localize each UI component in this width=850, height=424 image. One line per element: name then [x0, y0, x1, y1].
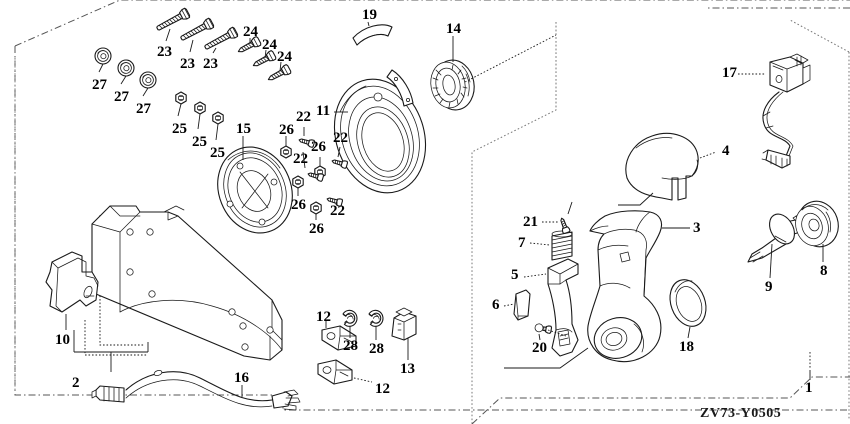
callout-3: 3	[693, 220, 701, 236]
part-19-curved-clip	[352, 21, 393, 46]
frame-inner-right-bevel	[789, 19, 850, 53]
part-25-nut-c	[212, 111, 224, 141]
group2-bracket	[84, 320, 148, 356]
part-3-shift-lever	[504, 210, 690, 369]
callout-23c: 23	[203, 56, 218, 72]
callout-17: 17	[722, 65, 737, 81]
sheet-code: ZV73-Y0505	[700, 406, 782, 421]
frame-inner-left-panel	[471, 22, 557, 424]
part-20-screw	[534, 323, 553, 335]
part-12-cable-clip-a	[321, 320, 357, 351]
part-24-screw-b	[250, 49, 278, 71]
callout-22c: 22	[333, 130, 348, 146]
part-26-nut-c	[292, 175, 304, 196]
part-15-drive-plate	[217, 136, 293, 234]
part-26-nut-d	[310, 201, 322, 220]
lead-24c	[279, 61, 282, 72]
callout-22d: 22	[330, 203, 345, 219]
callout-1: 1	[805, 380, 813, 396]
lead-20	[538, 333, 541, 341]
callout-12b: 12	[375, 381, 390, 397]
callout-18: 18	[679, 339, 694, 355]
callout-26c: 26	[291, 197, 306, 213]
callout-20: 20	[532, 340, 547, 356]
callout-25b: 25	[192, 134, 207, 150]
callout-23b: 23	[180, 56, 195, 72]
callout-8: 8	[820, 263, 828, 279]
callout-6: 6	[492, 297, 500, 313]
callout-25a: 25	[172, 121, 187, 137]
part-27-washer-c	[139, 71, 157, 97]
callout-23a: 23	[157, 44, 172, 60]
lead-21-stem	[567, 201, 573, 215]
lead-23b	[189, 39, 194, 53]
part-5-trigger-arm	[523, 258, 579, 357]
callout-24c: 24	[277, 49, 292, 65]
frame-group1-bottom	[471, 376, 850, 424]
part-27-washer-b	[117, 59, 135, 85]
callout-24a: 24	[243, 24, 258, 40]
callout-21: 21	[523, 214, 538, 230]
part-7-spring	[529, 230, 573, 261]
lead-23c	[212, 47, 217, 54]
callout-16: 16	[234, 370, 249, 386]
lead-22c	[302, 151, 306, 169]
callout-27c: 27	[136, 101, 151, 117]
callout-14: 14	[446, 21, 461, 37]
part-17-stop-switch	[738, 53, 811, 169]
part-18-o-ring	[669, 279, 707, 339]
part-12-cable-clip-b	[317, 359, 373, 385]
part-2-side-cover	[91, 205, 283, 361]
callout-13: 13	[400, 361, 415, 377]
callout-15: 15	[236, 121, 251, 137]
callout-2: 2	[72, 375, 80, 391]
callout-10: 10	[55, 332, 70, 348]
part-4-grip-cover	[618, 132, 717, 206]
part-13-connector-block	[391, 307, 417, 360]
callout-26a: 26	[279, 122, 294, 138]
callout-5: 5	[511, 267, 519, 283]
part-23-bolt-c	[202, 26, 239, 53]
part-8-pulley-drum	[795, 200, 839, 262]
callout-7: 7	[518, 235, 526, 251]
lead-23a	[165, 28, 171, 42]
part-6-stopper-block	[503, 289, 531, 321]
part-28-collar-b	[368, 309, 384, 340]
callout-27b: 27	[114, 89, 129, 105]
part-28-collar-a	[342, 309, 358, 338]
callout-24b: 24	[262, 37, 277, 53]
part-11-recoil-ring	[333, 78, 427, 194]
callout-26d: 26	[309, 221, 324, 237]
part-10-cover-seal	[45, 251, 99, 330]
part-19-curved-clip-b	[386, 69, 414, 107]
frame-outer-top-left	[14, 0, 850, 47]
callout-19: 19	[362, 7, 377, 23]
callout-9: 9	[765, 279, 773, 295]
lead-24b	[264, 49, 267, 59]
callout-11: 11	[316, 103, 331, 119]
part-26-nut-b	[314, 157, 326, 179]
lead-22b	[337, 146, 341, 158]
part-16-wire-harness	[91, 370, 301, 411]
part-25-nut-a	[175, 91, 187, 117]
callout-12a: 12	[316, 309, 331, 325]
callout-26b: 26	[311, 139, 326, 155]
callout-22a: 22	[296, 109, 311, 125]
part-14-flywheel	[430, 34, 557, 111]
callout-22b: 22	[293, 151, 308, 167]
part-23-bolt-b	[178, 17, 215, 44]
callout-28a: 28	[343, 338, 358, 354]
callout-28b: 28	[369, 341, 384, 357]
part-27-washer-a	[94, 47, 112, 73]
callout-25c: 25	[210, 145, 225, 161]
part-26-nut-a	[280, 136, 292, 159]
part-25-nut-b	[194, 101, 206, 130]
callout-4: 4	[722, 143, 730, 159]
callout-27a: 27	[92, 77, 107, 93]
part-23-bolt-a	[154, 7, 191, 34]
part-24-screw-c	[265, 63, 293, 85]
